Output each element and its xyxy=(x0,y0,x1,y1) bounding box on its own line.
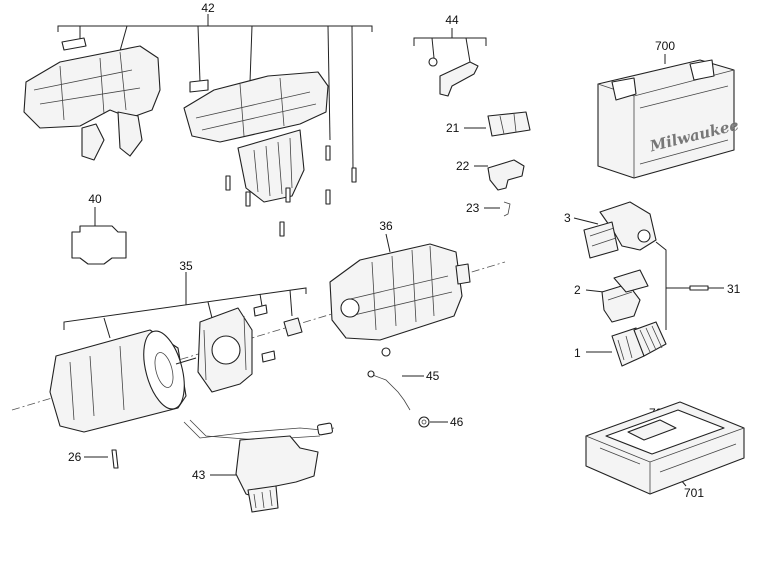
offset-attachment-2 xyxy=(601,269,649,323)
motor-35 xyxy=(49,329,197,433)
label-44: 44 xyxy=(445,13,459,27)
label-42: 42 xyxy=(201,1,215,15)
switch-43 xyxy=(183,419,335,513)
switch-slider-22 xyxy=(487,159,525,191)
washer-36 xyxy=(381,347,391,357)
carry-case-700: Milwaukee xyxy=(597,59,741,179)
insert-tray-702 xyxy=(627,419,677,441)
label-700: 700 xyxy=(655,39,675,53)
label-45: 45 xyxy=(426,369,440,383)
label-46: 46 xyxy=(450,415,464,429)
spring-clip-45 xyxy=(369,373,411,411)
callout-35-bracket xyxy=(63,272,307,339)
label-701: 701 xyxy=(684,486,704,500)
screws-42 xyxy=(225,145,357,237)
label-31: 31 xyxy=(727,282,741,296)
label-2: 2 xyxy=(574,283,581,297)
leader-2 xyxy=(585,289,605,293)
screw-35-upper xyxy=(253,304,268,317)
pin-26 xyxy=(111,449,119,469)
leader-36 xyxy=(385,233,391,253)
right-angle-attachment-3 xyxy=(583,201,657,259)
forward-reverse-button-21 xyxy=(487,111,531,137)
label-43: 43 xyxy=(192,468,206,482)
gearbox-36 xyxy=(329,243,471,341)
spring-clip-45-end xyxy=(367,370,375,378)
housing-left-half xyxy=(23,37,161,161)
label-1: 1 xyxy=(574,346,581,360)
drill-chuck-1 xyxy=(611,321,667,367)
belt-clip-44 xyxy=(439,61,479,97)
fan-plate-35 xyxy=(197,307,253,393)
label-3: 3 xyxy=(564,211,571,225)
bit-31 xyxy=(689,285,709,291)
housing-right-half xyxy=(183,71,329,203)
label-36: 36 xyxy=(379,219,393,233)
label-26: 26 xyxy=(68,450,82,464)
callout-42-bracket xyxy=(57,14,373,171)
screw-46 xyxy=(418,416,430,428)
chuck-group-line xyxy=(655,241,690,330)
leader-3 xyxy=(573,217,599,225)
screw-35-lower xyxy=(261,350,276,363)
label-35: 35 xyxy=(179,259,193,273)
label-22: 22 xyxy=(456,159,470,173)
callout-44-bracket xyxy=(413,28,487,63)
pinion-gear-35 xyxy=(283,317,303,337)
screw-44 xyxy=(428,57,438,67)
spring-23 xyxy=(503,201,511,217)
label-40: 40 xyxy=(88,192,102,206)
nameplate-40 xyxy=(71,225,127,265)
kit-box-701 xyxy=(585,401,745,495)
label-23: 23 xyxy=(466,201,480,215)
label-21: 21 xyxy=(446,121,460,135)
